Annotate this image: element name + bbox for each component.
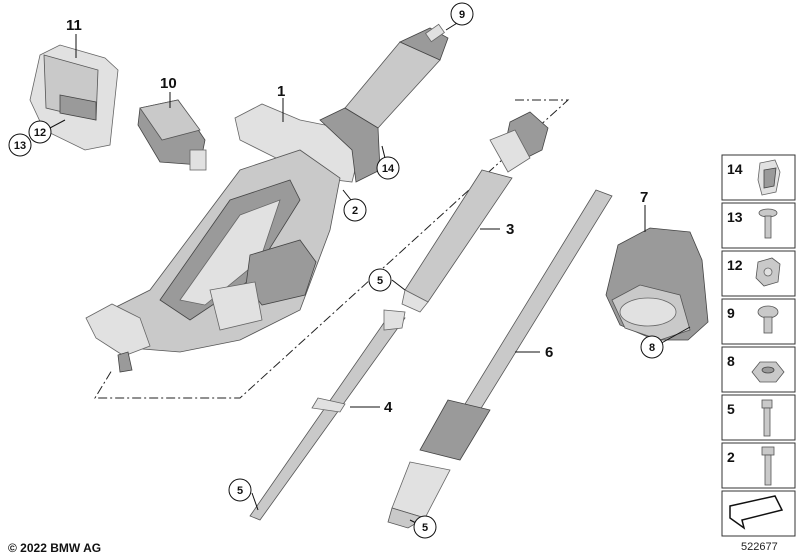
callout-2: 2 [343, 198, 367, 222]
group-outline [94, 99, 570, 399]
callout-6: 6 [545, 344, 553, 361]
callout-5a: 5 [368, 268, 392, 292]
sidebar-item-12: 12 [721, 250, 796, 297]
steering-shaft-boot [605, 227, 709, 341]
arrow-icon [729, 495, 784, 530]
callout-10: 10 [160, 75, 177, 92]
control-module-bracket [29, 44, 119, 151]
svg-text:9: 9 [459, 9, 465, 21]
sidebar-item-2: 2 [721, 442, 796, 489]
sidebar-item-13: 13 [721, 202, 796, 249]
intermediate-shaft [249, 309, 406, 521]
svg-text:11: 11 [66, 17, 82, 34]
callout-8: 8 [640, 335, 664, 359]
svg-text:2: 2 [727, 449, 735, 465]
control-module [137, 99, 207, 171]
long-bolt-icon [761, 446, 775, 486]
screw-icon [758, 208, 778, 239]
svg-text:5: 5 [237, 485, 243, 497]
svg-text:12: 12 [34, 127, 46, 139]
torx-screw-icon [757, 305, 779, 334]
svg-text:5: 5 [727, 401, 735, 417]
steering-column-assembly [85, 23, 449, 373]
svg-text:3: 3 [506, 221, 514, 238]
svg-text:10: 10 [160, 75, 177, 92]
callout-13: 13 [8, 133, 32, 157]
callout-5b: 5 [228, 478, 252, 502]
svg-text:14: 14 [727, 161, 743, 177]
svg-text:9: 9 [727, 305, 735, 321]
svg-text:1: 1 [277, 83, 285, 100]
svg-text:14: 14 [382, 163, 395, 175]
svg-text:13: 13 [727, 209, 743, 225]
callout-5c: 5 [413, 515, 437, 539]
callout-9: 9 [450, 2, 474, 26]
svg-text:5: 5 [422, 522, 428, 534]
callout-7: 7 [640, 189, 648, 206]
sidebar-item-14: 14 [721, 154, 796, 201]
clip-icon [757, 159, 781, 196]
sidebar-item-8: 8 [721, 346, 796, 393]
svg-text:8: 8 [649, 342, 655, 354]
view-direction-box [721, 490, 796, 537]
svg-text:7: 7 [640, 189, 648, 206]
diagram-number: 522677 [741, 541, 778, 553]
bolt-icon [761, 399, 773, 437]
svg-text:8: 8 [727, 353, 735, 369]
svg-text:12: 12 [727, 257, 743, 273]
svg-text:4: 4 [384, 399, 393, 416]
callout-1: 1 [277, 83, 285, 100]
steering-shaft-upper [401, 111, 549, 313]
callout-14: 14 [376, 156, 400, 180]
svg-text:5: 5 [377, 275, 383, 287]
hex-nut-icon [751, 361, 785, 383]
callout-3: 3 [506, 221, 514, 238]
nut-clip-icon [755, 257, 781, 287]
svg-text:2: 2 [352, 205, 358, 217]
callout-4: 4 [384, 399, 393, 416]
callout-12: 12 [28, 120, 52, 144]
callout-11: 11 [66, 17, 82, 34]
small-parts-sidebar: 14 13 12 9 [721, 154, 796, 537]
svg-text:13: 13 [14, 140, 26, 152]
steering-shaft-lower [387, 189, 613, 529]
sidebar-item-5: 5 [721, 394, 796, 441]
sidebar-item-9: 9 [721, 298, 796, 345]
copyright-text: © 2022 BMW AG [8, 541, 102, 555]
svg-text:6: 6 [545, 344, 553, 361]
